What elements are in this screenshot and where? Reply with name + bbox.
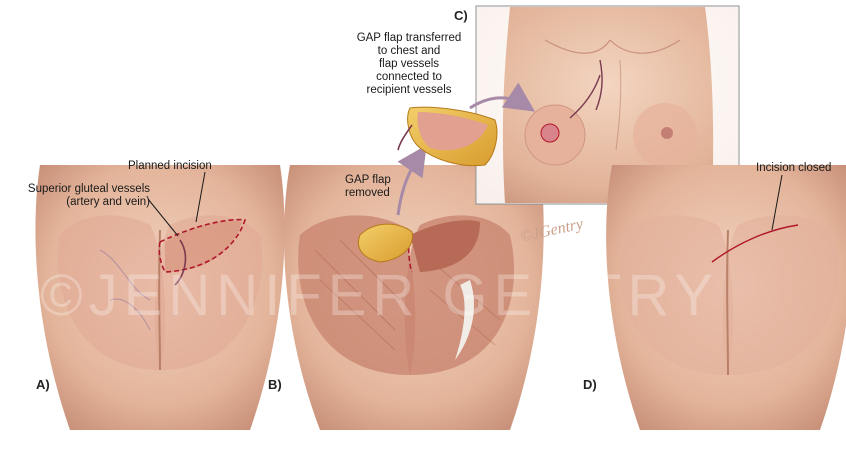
watermark: ©JENNIFER GENTRY [40, 263, 720, 328]
closed-incision-line [711, 224, 799, 263]
planned-incision-line [158, 218, 247, 273]
panel-a-figure [35, 165, 285, 430]
panel-d-figure [606, 165, 846, 430]
arrow-to-chest [396, 145, 427, 216]
panel-label-b: B) [268, 377, 282, 392]
panel-b-figure [283, 145, 544, 430]
callout-planned-incision: Planned incision [128, 160, 212, 172]
panel-label-a: A) [36, 377, 50, 392]
callout-gap-flap-transferred: GAP flap transferred to chest and flap v… [356, 32, 462, 96]
panel-label-d: D) [583, 377, 597, 392]
panel-label-c: C) [454, 8, 468, 23]
callout-incision-closed: Incision closed [756, 162, 832, 174]
callout-superior-gluteal-vessels: Superior gluteal vessels (artery and vei… [27, 183, 150, 208]
removed-gap-flap [357, 223, 413, 263]
callout-gap-flap-removed: GAP flap removed [345, 174, 391, 199]
arrow-to-recipient [469, 82, 535, 112]
